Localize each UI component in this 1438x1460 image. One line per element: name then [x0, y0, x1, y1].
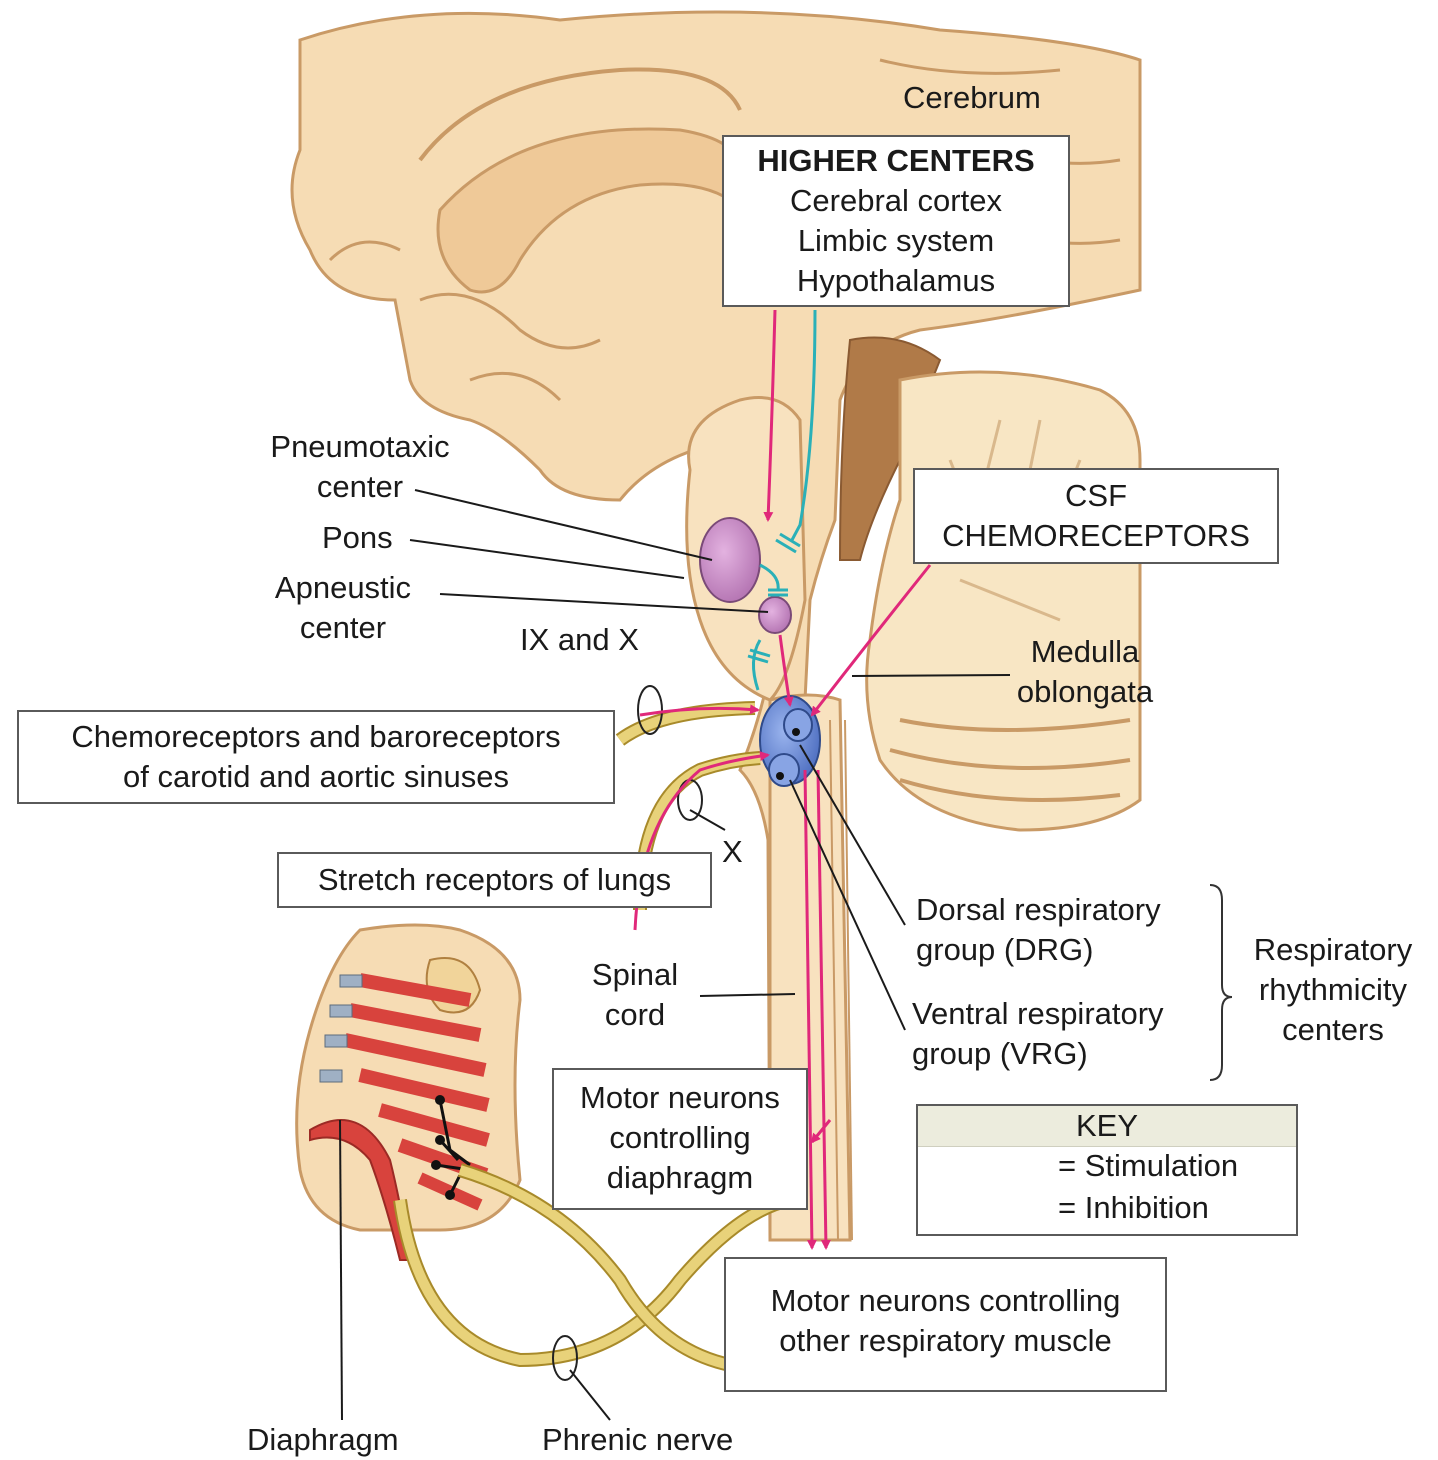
pons-label: Pons [322, 520, 393, 555]
chemo-baroreceptors-box: Chemoreceptors and baroreceptors of caro… [17, 710, 615, 804]
medulla-to-diaphragm-motor-arrow [803, 769, 817, 1250]
branch-to-motor-diaphragm [810, 1119, 832, 1144]
medulla-to-other-motor-arrow [816, 769, 831, 1250]
intercostal-nerve-branches [435, 1099, 471, 1196]
rhythmicity-centers-label: Respiratory rhythmicity centers [1253, 932, 1413, 1047]
diaphragm-label: Diaphragm [247, 1422, 399, 1457]
medulla-oblongata-label: Medulla oblongata [1016, 634, 1154, 709]
pneumotaxic-center-label: Pneumotaxic center [270, 429, 450, 504]
apneustic-center [758, 596, 792, 634]
spinal-cord-label: Spinal cord [591, 957, 679, 1032]
key-inhibition-label: = Inhibition [1058, 1190, 1209, 1225]
higher-centers-item: Hypothalamus [796, 263, 996, 298]
csf-chemoreceptors-box: CSF CHEMORECEPTORS [913, 468, 1279, 564]
cerebellum-folia-1 [899, 718, 1131, 732]
key-title: KEY [918, 1106, 1296, 1147]
cerebellum-shape [865, 370, 1142, 832]
apneustic-to-medulla-inhibition [752, 639, 762, 691]
rib-cartilage [319, 974, 363, 1083]
cerebrum-fold-5 [879, 58, 1061, 75]
pneumotaxic-to-apneustic-inhibition [759, 563, 780, 591]
pointer-lines [339, 489, 1011, 1421]
ix-and-x-label: IX and X [520, 622, 639, 657]
inhibition-pathways [747, 309, 817, 691]
cerebrum-fold-2 [328, 240, 401, 262]
stimulation-pathways [633, 309, 932, 1250]
stretch-receptors-box: Stretch receptors of lungs [277, 852, 712, 908]
higher-to-pons-inhibition [790, 309, 817, 541]
apneustic-to-medulla-arrow [778, 634, 794, 707]
vrg-nucleus [768, 753, 800, 787]
vrg-label: Ventral respiratory group (VRG) [912, 996, 1164, 1071]
cerebrum-fold-4 [469, 371, 562, 402]
apneustic-center-label: Apneustic center [274, 570, 412, 645]
ix-x-nerve-ring [637, 685, 663, 735]
cerebrum-fold-1 [418, 67, 742, 162]
higher-centers-item: Limbic system [797, 223, 995, 258]
cerebrum-label: Cerebrum [903, 80, 1041, 115]
motor-neurons-other-box: Motor neurons controlling other respirat… [724, 1257, 1167, 1392]
ix-x-to-medulla-arrow [639, 704, 760, 717]
drg-nucleus [783, 708, 813, 742]
cerebellum-folia-3 [899, 778, 1121, 802]
key-stimulation-label: = Stimulation [1058, 1148, 1239, 1183]
rhythmicity-brace [1209, 884, 1233, 1081]
key-box: KEY = Stimulation = Inhibition [916, 1104, 1298, 1236]
higher-centers-box: HIGHER CENTERS Cerebral cortex Limbic sy… [722, 135, 1070, 307]
higher-to-pons-arrow [763, 309, 777, 522]
drg-label: Dorsal respiratory group (DRG) [916, 892, 1161, 967]
x-label: X [722, 834, 743, 869]
phrenic-nerve-ring [552, 1335, 578, 1381]
corpus-callosum [436, 127, 742, 294]
phrenic-nerve-label: Phrenic nerve [542, 1422, 734, 1457]
cerebrum-shape [290, 10, 1142, 1242]
cerebrum-fold-3 [419, 292, 601, 350]
higher-centers-item: Cerebral cortex [790, 183, 1002, 218]
csf-to-medulla-arrow [810, 564, 932, 717]
pneumotaxic-center [699, 517, 761, 603]
cord-tract-2 [844, 719, 853, 1241]
higher-centers-title: HIGHER CENTERS [757, 143, 1035, 178]
cord-tract-1 [829, 719, 839, 1241]
motor-neurons-diaphragm-box: Motor neurons controlling diaphragm [552, 1068, 808, 1210]
cerebellum-folia-2 [889, 748, 1131, 770]
